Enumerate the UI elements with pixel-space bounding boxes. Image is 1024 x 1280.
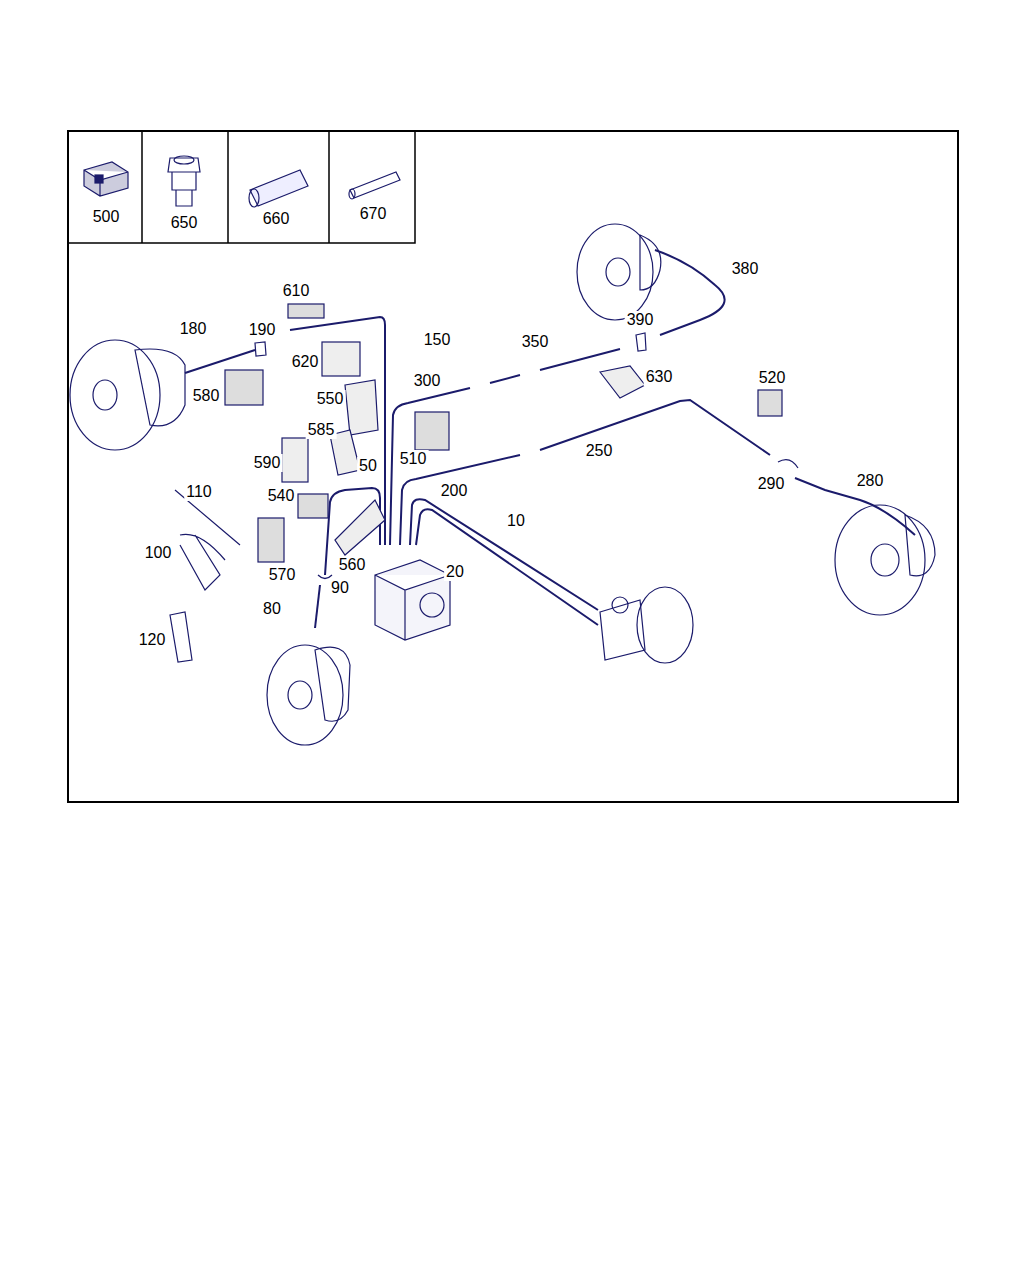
callout-number: 630 xyxy=(644,368,675,386)
callout-number: 660 xyxy=(261,210,292,228)
callout-number: 570 xyxy=(267,566,298,584)
callout-number: 560 xyxy=(337,556,368,574)
callout-number: 300 xyxy=(412,372,443,390)
callout-number: 50 xyxy=(357,457,379,475)
callout-number: 610 xyxy=(281,282,312,300)
callout-number: 650 xyxy=(169,214,200,232)
callout-number: 280 xyxy=(855,472,886,490)
callout-number: 510 xyxy=(398,450,429,468)
callout-number: 620 xyxy=(290,353,321,371)
callout-number: 580 xyxy=(191,387,222,405)
callout-number: 180 xyxy=(178,320,209,338)
callout-number: 380 xyxy=(730,260,761,278)
callout-number: 90 xyxy=(329,579,351,597)
callout-number: 150 xyxy=(422,331,453,349)
callout-number: 585 xyxy=(306,421,337,439)
callout-number: 10 xyxy=(505,512,527,530)
callout-number: 190 xyxy=(247,321,278,339)
callout-number: 550 xyxy=(315,390,346,408)
callout-number: 20 xyxy=(444,563,466,581)
callout-number: 390 xyxy=(625,311,656,329)
callout-number: 80 xyxy=(261,600,283,618)
callout-number: 120 xyxy=(137,631,168,649)
callout-number: 250 xyxy=(584,442,615,460)
callout-number: 590 xyxy=(252,454,283,472)
callout-number: 670 xyxy=(358,205,389,223)
callout-number: 500 xyxy=(91,208,122,226)
callout-number: 110 xyxy=(184,483,214,501)
callout-number: 540 xyxy=(266,487,297,505)
callout-number: 520 xyxy=(757,369,788,387)
callout-number: 100 xyxy=(143,544,174,562)
callout-number: 200 xyxy=(439,482,470,500)
callout-number: 350 xyxy=(520,333,551,351)
callout-number: 290 xyxy=(756,475,787,493)
